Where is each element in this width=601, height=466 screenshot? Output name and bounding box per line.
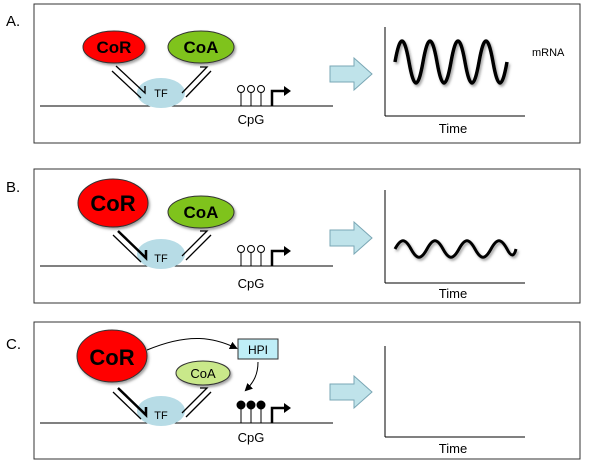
coactivator-label: CoA [184,38,219,57]
coactivator [167,30,235,64]
time-axis-label: Time [439,441,467,456]
panel-frame [33,168,581,304]
block-arrow [329,56,373,92]
transcription-factor [137,396,185,426]
transcription-factor [137,78,185,108]
tf-label: TF [154,410,168,422]
coactivator [175,360,231,386]
coactivator-label: CoA [184,203,219,222]
transcription-start-arrow [270,403,291,423]
binding-arrows-cor [112,387,148,420]
corepressor-label: CoR [97,38,132,57]
mrna-oscillation-high [393,39,509,85]
hpi-box [237,338,279,360]
mrna-label: mRNA [532,47,565,59]
cpg-label: CpG [238,430,265,445]
coactivator [167,195,235,229]
corepressor-label: CoR [90,191,135,216]
tf-label: TF [154,253,168,265]
cpg-sites-unmethylated [237,245,265,266]
panel-label: B. [6,179,20,196]
transcription-start-arrow [270,86,291,106]
binding-arrows-cor [112,230,148,263]
panel-b: B. TF CoR CoA CpG T [6,168,581,304]
mrna-oscillation-low [393,239,518,259]
binding-arrows-coa [181,387,212,418]
panel-label: A. [6,13,20,30]
block-arrow [329,220,373,256]
time-axis-label: Time [439,121,467,136]
block-arrow [329,374,373,410]
output-graph: Time [384,346,525,456]
corepressor [77,178,149,228]
corepressor [82,30,146,64]
time-axis-label: Time [439,286,467,301]
recruitment-arrow [146,338,238,351]
output-graph: mRNA Time [384,27,565,136]
binding-arrows-coa [181,66,212,98]
methylation-arrow [244,361,259,392]
binding-arrows-coa [181,230,212,261]
hpi-label: HPI [248,343,268,357]
panel-c: C. TF CoR CoA HPI [6,321,581,460]
tf-label: TF [154,88,168,100]
panel-frame [33,3,581,144]
transcription-factor [137,239,185,269]
cpg-sites-methylated [236,400,266,423]
corepressor-label: CoR [89,345,134,370]
panel-a: A. TF CoR CoA [6,3,581,144]
coactivator-label: CoA [190,366,216,381]
cpg-label: CpG [238,276,265,291]
corepressor [76,329,148,383]
binding-arrows-cor [111,65,146,99]
cpg-sites-unmethylated [237,85,265,106]
panel-label: C. [6,336,21,353]
output-graph: Time [384,190,525,301]
transcription-start-arrow [270,246,291,266]
cpg-label: CpG [238,112,265,127]
panel-frame [33,321,581,460]
